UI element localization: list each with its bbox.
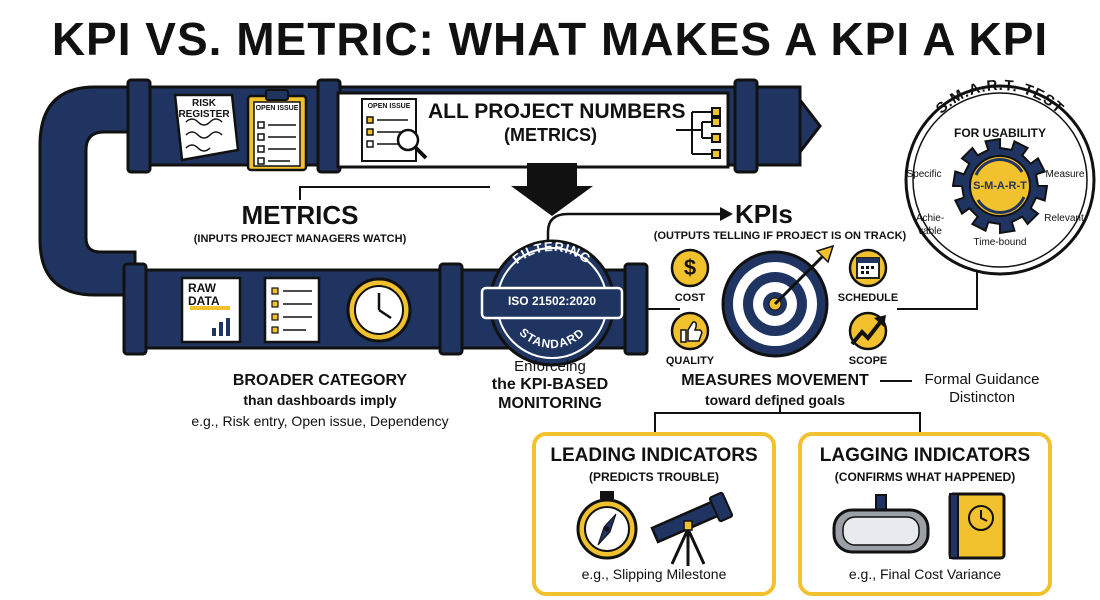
kpi-arrow: [546, 212, 720, 252]
guidance-line2: Distincton: [949, 389, 1015, 406]
dollar-icon: $: [683, 255, 697, 280]
indicator-bracket: [654, 405, 921, 432]
measures-title: MEASURES MOVEMENT: [681, 372, 869, 389]
broader-category-subtitle: than dashboards imply: [243, 392, 397, 408]
raw-data-document: [180, 276, 242, 344]
leading-title: LEADING INDICATORS: [550, 445, 758, 466]
rearview-mirror-icon: [832, 494, 930, 554]
kpi-schedule-label: SCHEDULE: [837, 292, 899, 304]
kpi-quality-label: QUALITY: [665, 355, 715, 367]
broader-category-title: BROADER CATEGORY: [232, 372, 408, 389]
smart-relevant: Relevant: [1044, 213, 1084, 224]
thumbs-up-icon: [670, 311, 710, 351]
compass-icon: [576, 491, 638, 560]
lagging-title: LAGGING INDICATORS: [819, 445, 1031, 466]
kpi-scope-label: SCOPE: [848, 355, 888, 367]
smart-center-label: S-M-A-R-T: [973, 180, 1027, 192]
enforcing-line3: MONITORING: [498, 395, 602, 412]
open-issue-label-window: OPEN ISSUE: [367, 103, 411, 110]
scope-trend-icon: [848, 311, 888, 351]
guidance-line1: Formal Guidance: [924, 371, 1040, 388]
filter-badge-middle: ISO 21502:2020: [507, 294, 597, 308]
all-numbers-subtitle: (METRICS): [504, 125, 597, 145]
history-book-icon: [948, 492, 1006, 560]
down-arrow: [511, 163, 593, 216]
magnifier-icon: [396, 128, 420, 152]
raw-data-label: RAW DATA: [188, 281, 220, 309]
risk-register-document: [173, 93, 240, 162]
telescope-icon: [650, 491, 734, 566]
metrics-bracket: [299, 186, 490, 200]
measures-subtitle: toward defined goals: [704, 392, 845, 408]
kpis-subtitle: (OUTPUTS TELLING IF PROJECT IS ON TRACK): [653, 230, 907, 242]
lagging-subtitle: (CONFIRMS WHAT HAPPENED): [834, 470, 1016, 484]
enforcing-line1: Enforceing: [514, 358, 586, 375]
broader-category-examples: e.g., Risk entry, Open issue, Dependency: [191, 413, 449, 429]
all-numbers-title: ALL PROJECT NUMBERS: [428, 100, 686, 123]
smart-time-bound: Time-bound: [973, 237, 1027, 248]
smart-specific: Specific: [906, 169, 942, 180]
list-document: [263, 276, 321, 344]
page-title: KPI VS. METRIC: WHAT MAKES A KPI A KPI: [51, 13, 1049, 65]
enforcing-line2: the KPI-BASED: [491, 376, 609, 393]
smart-test-badge: [904, 84, 1096, 276]
metrics-subtitle: (INPUTS PROJECT MANAGERS WATCH): [193, 233, 407, 245]
smart-measure: Measure: [1045, 169, 1085, 180]
risk-register-label: RISK REGISTER: [178, 98, 230, 120]
smart-connector: [897, 257, 978, 310]
smart-test-subtitle: FOR USABILITY: [954, 126, 1046, 140]
kpi-cost-label: COST: [674, 292, 706, 304]
kpis-title: KPIs: [735, 199, 793, 229]
clock-icon: [346, 277, 412, 343]
filtering-standard-badge: [480, 239, 624, 367]
leading-subtitle: (PREDICTS TROUBLE): [589, 470, 719, 484]
smart-achievable-1: Achie-: [915, 213, 945, 224]
cost-icon: [670, 248, 710, 288]
open-issue-label: OPEN ISSUE: [255, 105, 299, 112]
tree-icon: [676, 107, 721, 159]
target-icon: [721, 244, 835, 358]
metrics-title: METRICS: [241, 200, 359, 230]
leading-example: e.g., Slipping Milestone: [581, 566, 727, 582]
lagging-example: e.g., Final Cost Variance: [848, 566, 1002, 582]
calendar-icon: [848, 248, 888, 288]
open-issue-document: [361, 98, 428, 162]
smart-achievable-2: vable: [918, 226, 942, 237]
open-issue-clipboard: [246, 89, 308, 172]
